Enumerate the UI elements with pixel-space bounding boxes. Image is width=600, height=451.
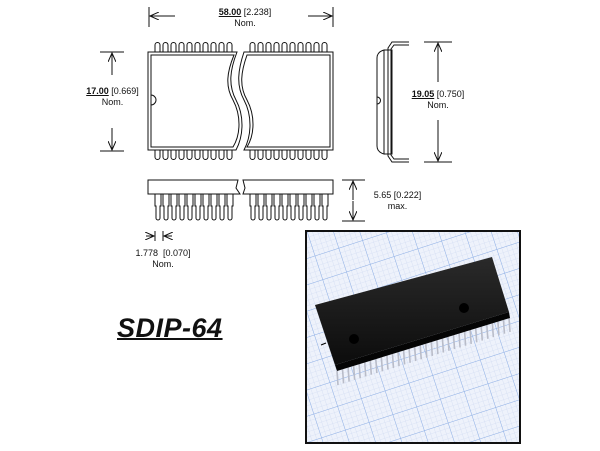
pitch-dimension (146, 231, 172, 241)
front-view (147, 179, 334, 221)
top-view (147, 42, 334, 160)
length-dimension (148, 7, 334, 27)
height-dimension (342, 179, 365, 222)
photo-illustration (307, 232, 519, 442)
length-label: 58.00 [2.238] Nom. (218, 7, 272, 28)
width-label: 17.00 [0.669] Nom. (86, 86, 139, 107)
side-view (376, 41, 409, 163)
lead-span-dimension (424, 41, 452, 163)
chip-photo (305, 230, 521, 444)
chip-body (315, 257, 509, 365)
package-title: SDIP-64 (117, 313, 223, 343)
lead-span-label: 19.05 [0.750] Nom. (411, 89, 465, 110)
height-label: 5.65 [0.222] max. (373, 190, 422, 211)
width-dimension (100, 51, 124, 152)
pitch-label: 1.778 [0.070] Nom. (135, 248, 191, 269)
